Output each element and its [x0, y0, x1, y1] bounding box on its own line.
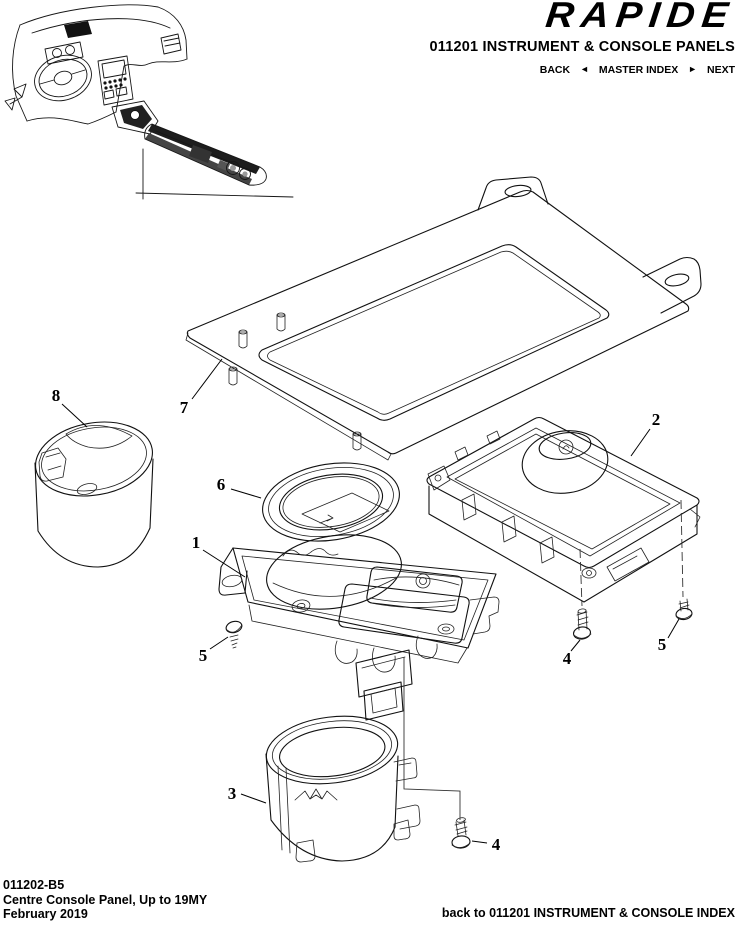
screw-4-bottom: [451, 817, 471, 849]
callout-4-bottom: 4: [491, 835, 501, 854]
callout-1: 1: [191, 533, 201, 552]
drawing-title: Centre Console Panel, Up to 19MY: [3, 892, 208, 907]
drawing-number: 011202-B5: [3, 878, 65, 892]
part-8-ashtray-cup: [34, 421, 154, 568]
part-1-centre-console-panel: [218, 534, 500, 721]
callout-8: 8: [51, 386, 61, 405]
back-link[interactable]: BACK: [539, 64, 571, 76]
master-index-link[interactable]: MASTER INDEX: [598, 64, 679, 76]
callout-3: 3: [227, 784, 237, 803]
part-2-switch-pack-assembly: [426, 416, 701, 603]
callout-5-left: 5: [198, 646, 208, 665]
screw-5-right: [675, 598, 693, 621]
callout-6: 6: [216, 475, 226, 494]
callout-4-middle: 4: [562, 649, 572, 668]
callout-leader-lines: [61, 358, 680, 844]
assembly-axis-lines: [403, 499, 684, 820]
drawing-date: February 2019: [3, 907, 88, 921]
next-link[interactable]: NEXT: [706, 64, 735, 76]
screw-4-middle: [572, 608, 592, 640]
next-arrow-icon[interactable]: ►: [688, 64, 698, 74]
callout-7: 7: [179, 398, 189, 417]
back-arrow-icon[interactable]: ◄: [580, 64, 589, 74]
dashboard-locator-illustration: [4, 4, 294, 200]
navigation-links: BACK ◄ MASTER INDEX ► NEXT: [533, 64, 735, 76]
drawing-info: 011202-B5 Centre Console Panel, Up to 19…: [3, 878, 207, 922]
callout-2: 2: [651, 410, 661, 429]
back-to-index-link[interactable]: back to 011201 INSTRUMENT & CONSOLE INDE…: [441, 906, 735, 920]
part-7-console-surround-panel: [185, 176, 702, 461]
rapide-logo: RAPIDE: [543, 0, 737, 35]
part-6-trim-ring: [262, 462, 400, 542]
callout-5-right: 5: [657, 635, 667, 654]
part-3-cup-holder: [265, 715, 421, 863]
screw-5-left: [225, 620, 243, 649]
section-title: 011201 INSTRUMENT & CONSOLE PANELS: [429, 39, 735, 55]
